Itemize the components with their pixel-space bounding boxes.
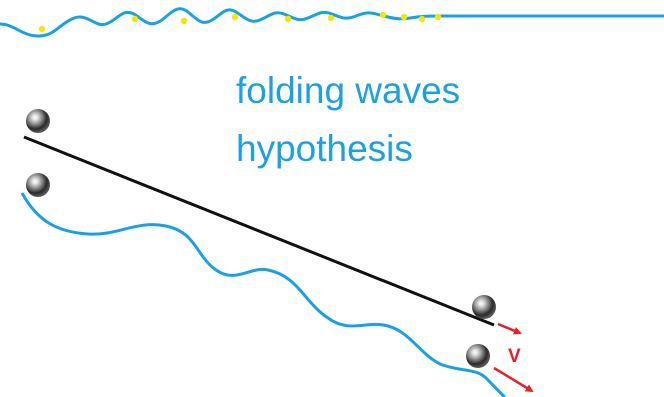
steel-ball-icon <box>472 295 496 319</box>
yellow-dot <box>327 14 335 22</box>
yellow-dot <box>231 13 239 21</box>
yellow-dot <box>284 15 292 23</box>
yellow-dots <box>38 11 442 33</box>
steel-ball-icon <box>26 109 50 133</box>
title-line-1: folding waves <box>236 70 461 111</box>
velocity-label: V <box>508 346 521 367</box>
yellow-dot <box>180 17 188 25</box>
straight-rod-line <box>23 135 495 327</box>
top-wave-line <box>0 7 664 38</box>
velocity-arrow-icon <box>497 322 522 335</box>
title-line-2: hypothesis <box>236 128 413 169</box>
yellow-dot <box>400 13 408 21</box>
steel-ball-icon <box>26 173 50 197</box>
folded-wave-line <box>20 192 506 397</box>
yellow-dot <box>38 25 46 33</box>
yellow-dot <box>131 15 139 23</box>
yellow-dot <box>418 15 426 23</box>
steel-ball-icon <box>466 344 490 368</box>
yellow-dot <box>434 13 442 21</box>
velocity-arrow-icon <box>493 366 534 393</box>
yellow-dot <box>379 11 387 19</box>
